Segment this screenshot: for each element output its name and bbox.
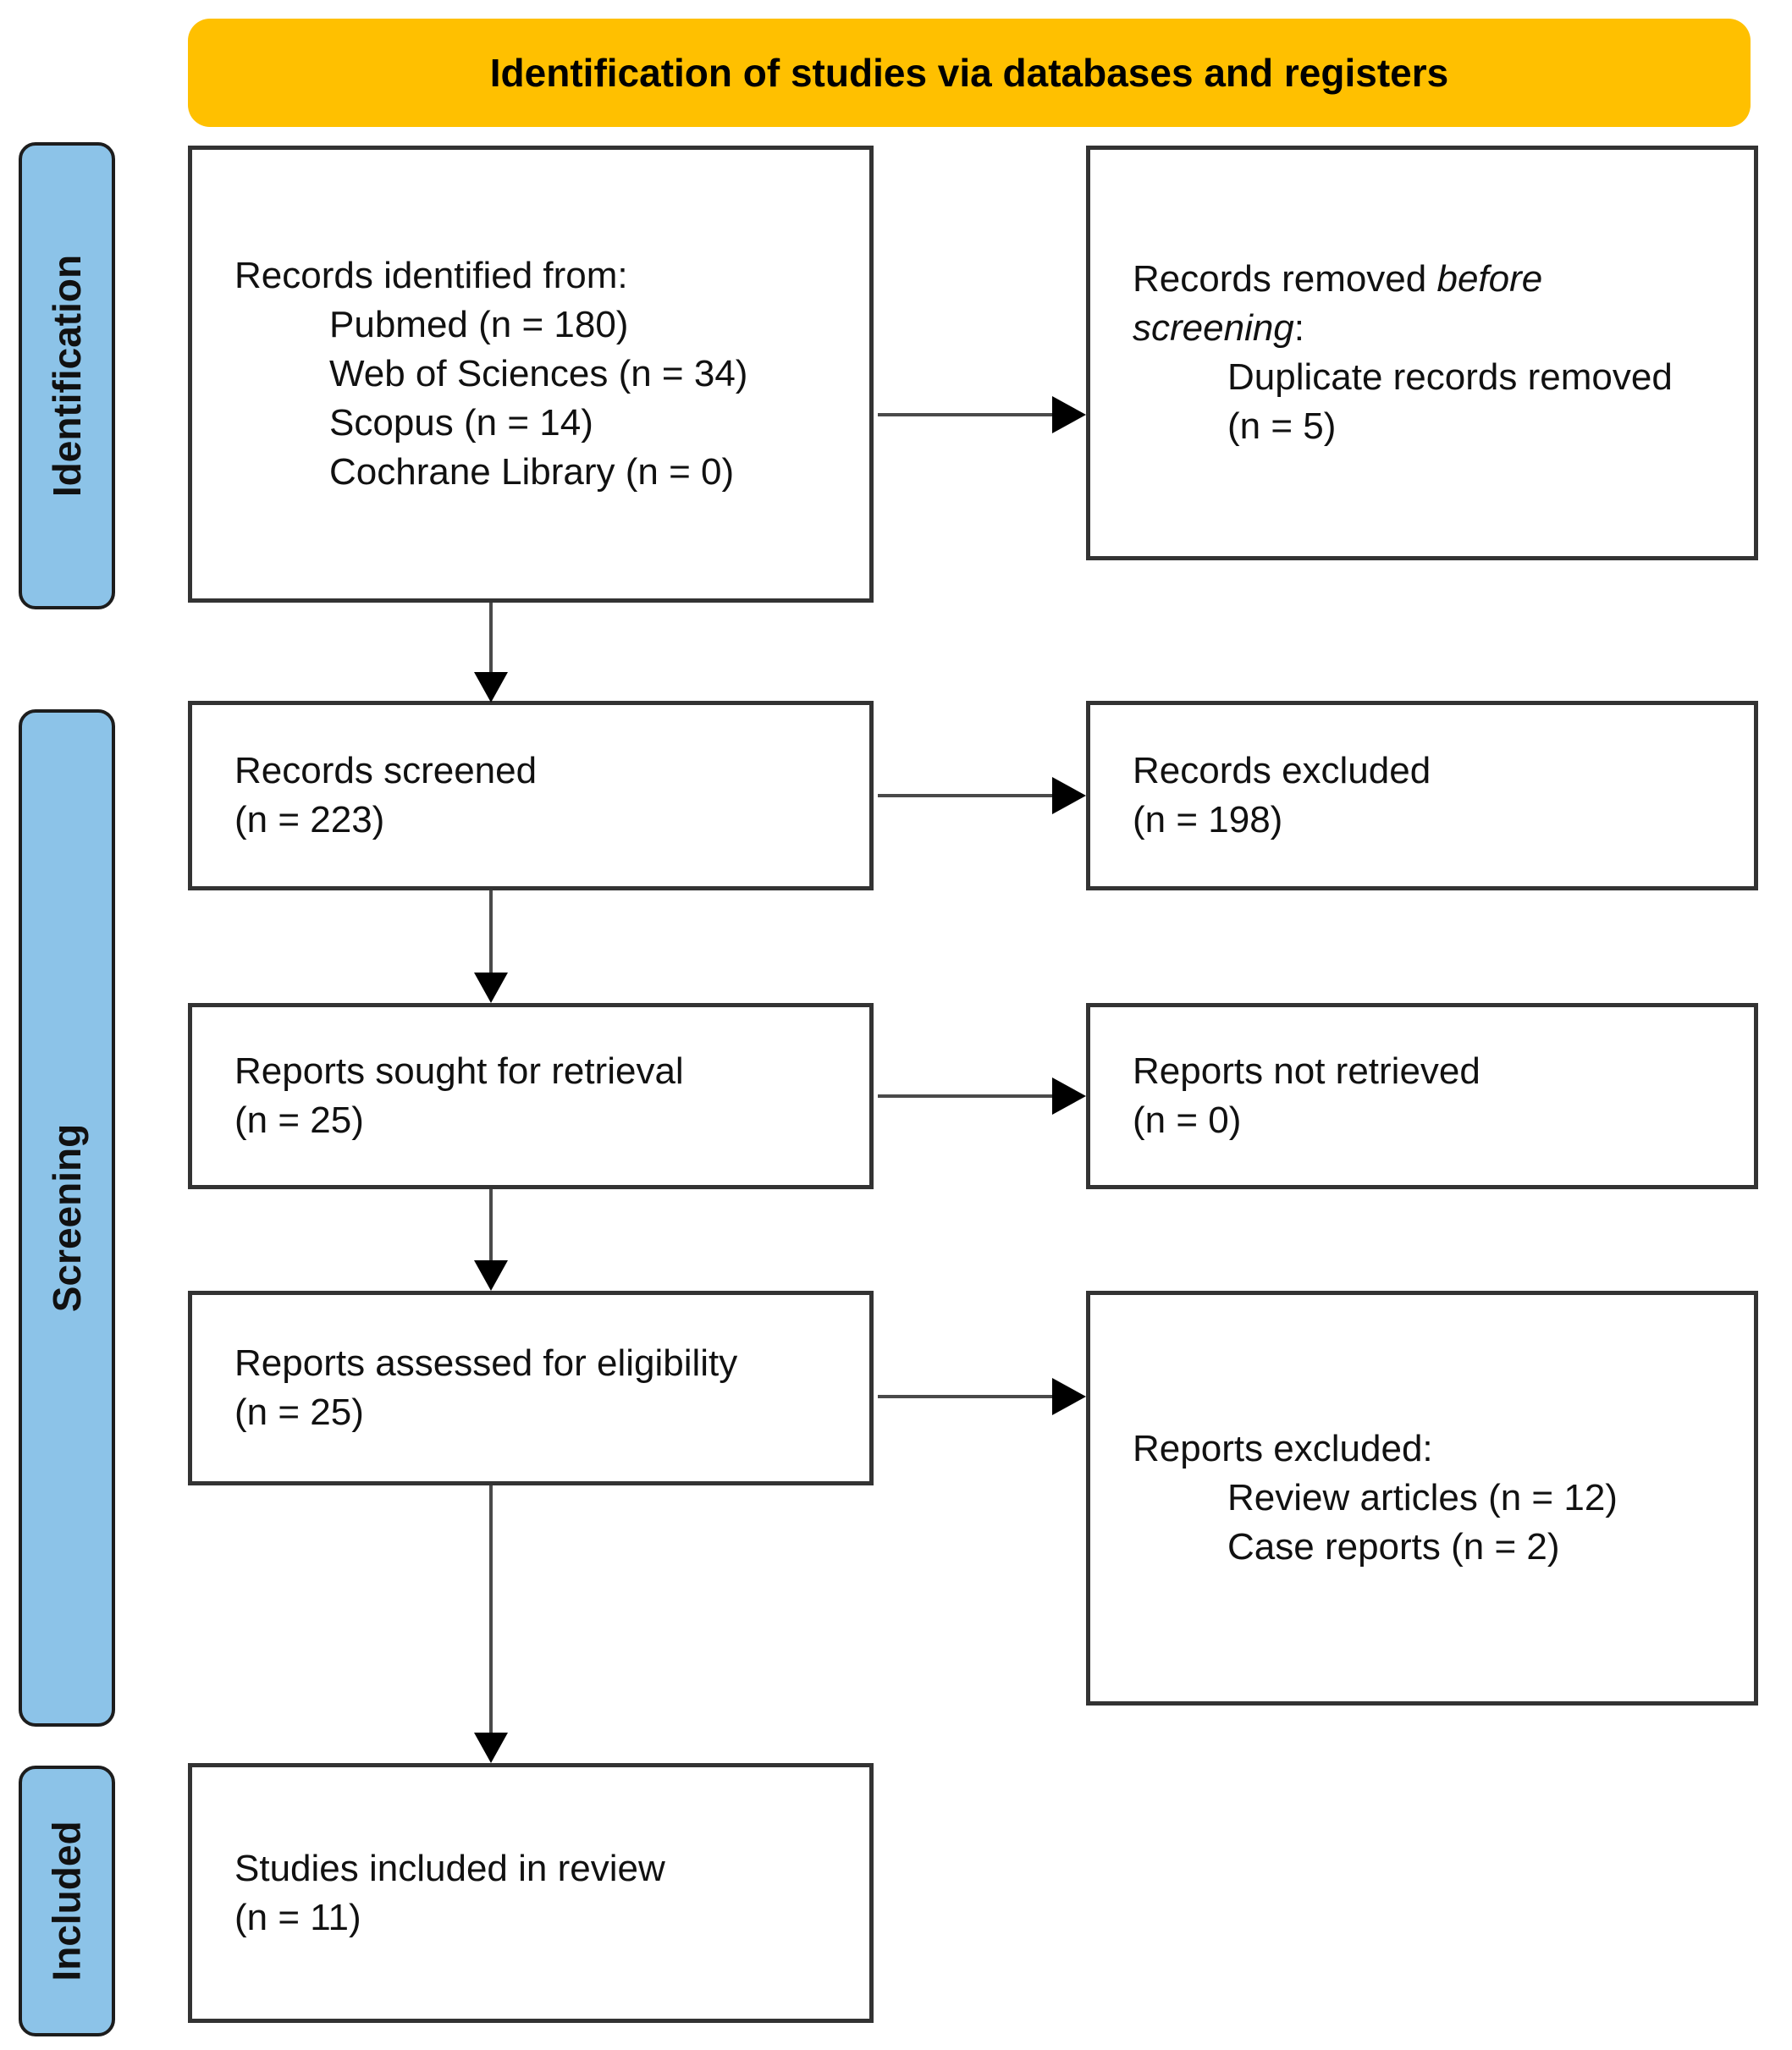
arrow-sought-to-notretrieved-head-icon (1052, 1077, 1086, 1115)
arrow-identified-to-screened-line (489, 603, 493, 672)
reports-not-retrieved-box: Reports not retrieved(n = 0) (1086, 1003, 1758, 1189)
banner-title: Identification of studies via databases … (188, 19, 1751, 127)
arrow-assessed-to-reportsexcluded-head-icon (1052, 1378, 1086, 1415)
records-screened-box: Records screened(n = 223) (188, 701, 874, 890)
reports-sought-box: Reports sought for retrieval(n = 25) (188, 1003, 874, 1189)
stage-label-included: Included (45, 1821, 89, 1981)
arrow-identified-to-removed-head-icon (1052, 396, 1086, 433)
arrow-screened-to-excluded-head-icon (1052, 777, 1086, 814)
stage-label-screening: Screening (45, 1123, 90, 1313)
records-identified-box: Records identified from:Pubmed (n = 180)… (188, 146, 874, 603)
studies-included-box: Studies included in review(n = 11) (188, 1763, 874, 2023)
arrow-screened-to-excluded-line (878, 794, 1052, 797)
arrow-assessed-to-reportsexcluded-line (878, 1395, 1052, 1398)
arrow-sought-to-assessed-line (489, 1189, 493, 1260)
records-excluded-box: Records excluded(n = 198) (1086, 701, 1758, 890)
arrow-screened-to-sought-line (489, 890, 493, 973)
stage-bar-screening: Screening (19, 709, 115, 1727)
arrow-sought-to-notretrieved-line (878, 1094, 1052, 1098)
stage-bar-included: Included (19, 1766, 115, 2036)
arrow-identified-to-screened-head-icon (474, 672, 508, 703)
arrow-sought-to-assessed-head-icon (474, 1260, 508, 1291)
arrow-screened-to-sought-head-icon (474, 973, 508, 1003)
reports-excluded-box: Reports excluded:Review articles (n = 12… (1086, 1291, 1758, 1706)
arrow-assessed-to-included-head-icon (474, 1733, 508, 1763)
stage-label-identification: Identification (45, 254, 90, 498)
arrow-assessed-to-included-line (489, 1485, 493, 1733)
reports-assessed-box: Reports assessed for eligibility(n = 25) (188, 1291, 874, 1485)
stage-bar-identification: Identification (19, 142, 115, 609)
arrow-identified-to-removed-line (878, 413, 1052, 416)
